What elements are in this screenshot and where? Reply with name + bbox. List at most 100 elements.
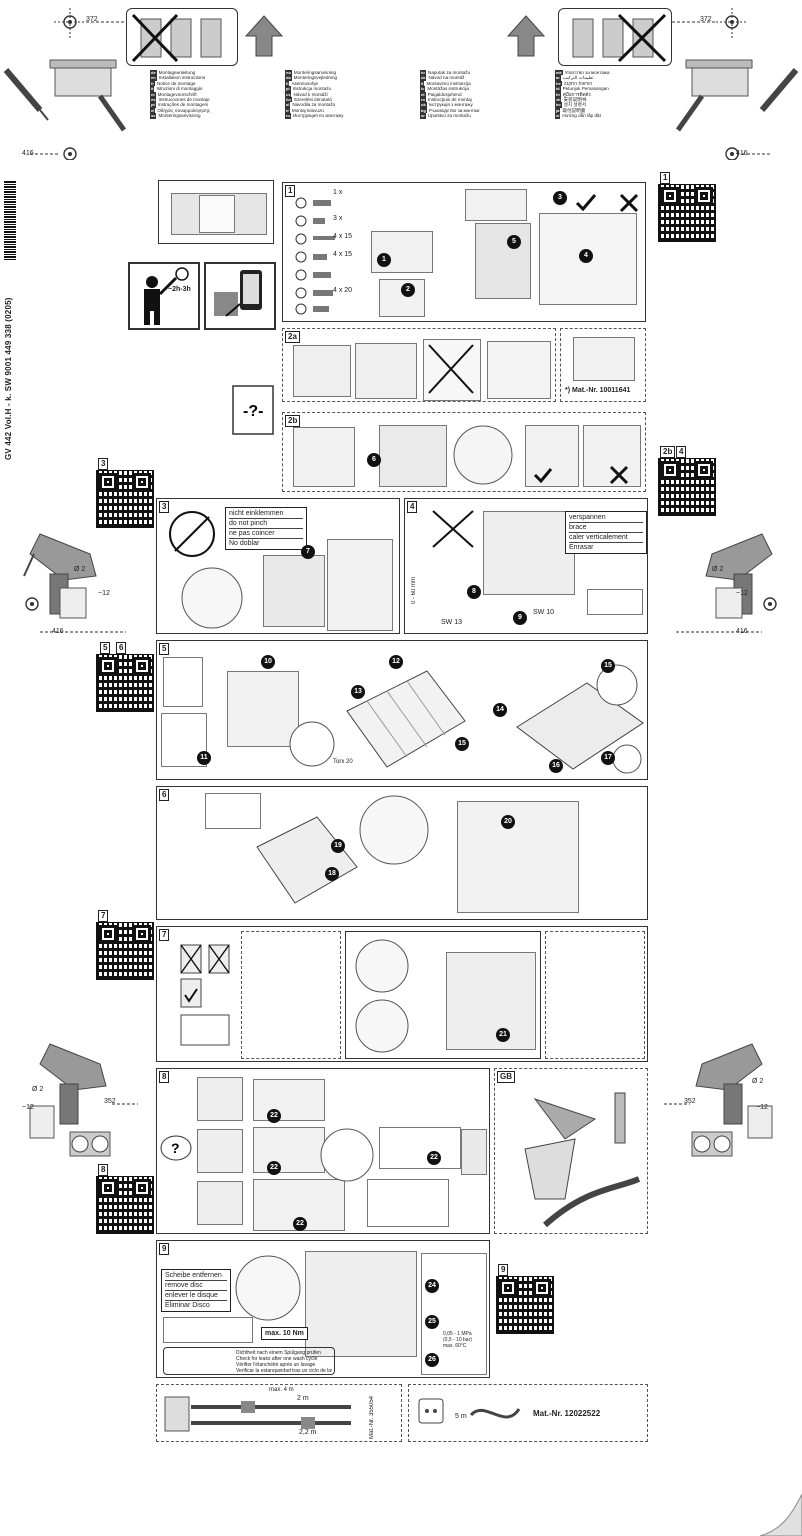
kitchen-overview	[158, 180, 274, 244]
step-number: 2a	[285, 331, 300, 343]
max-temperature: max. 60°C	[443, 1343, 467, 1349]
qr-code[interactable]	[658, 184, 716, 242]
part-qty: 4 x 20	[333, 287, 353, 294]
panel-2a: 2a	[282, 328, 556, 402]
dimension-label: 416	[736, 628, 748, 635]
correct-wrong-icons	[575, 193, 639, 213]
dimension-label: 352	[684, 1098, 696, 1105]
smartphone-qr-box	[204, 262, 276, 330]
drill-depth: ~12	[98, 590, 110, 597]
time-estimate: ~2h-3h	[168, 286, 191, 293]
panel-5: 5 11 10 12 13 15 14 15 16 17 Torx 20	[156, 640, 648, 780]
step-badge: 26	[425, 1353, 439, 1367]
qr-code[interactable]	[96, 922, 154, 980]
step-badge: 13	[351, 685, 365, 699]
adjust-range: 0 - 60 mm	[411, 577, 417, 605]
document-code: GV 442 Vol.H - k. SW 9001 449 338 (0205)	[4, 297, 13, 460]
material-number: Mat.-Nr. 355054	[369, 1395, 375, 1439]
power-cord-box: 5 m Mat.-Nr. 12022522	[408, 1384, 648, 1442]
drill-depth: ~12	[736, 590, 748, 597]
arrow-up-icon	[506, 15, 546, 57]
cord-length: 5 m	[455, 1413, 467, 1420]
step-badge: 22	[267, 1161, 281, 1175]
drill-diameter: Ø 2	[712, 566, 724, 573]
step-badge: 10	[261, 655, 275, 669]
part-qty: 4 x 15	[333, 233, 353, 240]
leak-check-box: Dichtheit nach einem Spülgang prüfen Che…	[163, 1347, 335, 1375]
hose-extension-box: max. 4 m 2 m 2,2 m Mat.-Nr. 355054	[156, 1384, 402, 1442]
step-badge: 12	[389, 655, 403, 669]
measure-graphic-right	[672, 8, 799, 160]
qr-code[interactable]	[96, 654, 154, 712]
panel-1: 1 1 x 3 x 4 x 15 4 x 15 4 x 20 1 2 5 4 3	[282, 182, 646, 322]
technician-time-box: ~2h-3h	[128, 262, 200, 330]
qr-code[interactable]	[496, 1276, 554, 1334]
step-badge: 3	[553, 191, 567, 205]
step-badge: 19	[331, 839, 345, 853]
step-badge: 18	[325, 867, 339, 881]
measure-graphic-left	[3, 8, 127, 160]
qr-label: 1	[660, 172, 671, 184]
step-badge: 2	[401, 283, 415, 297]
question-bubble-icon: ?	[160, 1135, 192, 1161]
question-frame-icon: -?-	[232, 385, 274, 435]
qr-code[interactable]	[658, 458, 716, 516]
qr-code[interactable]	[96, 1176, 154, 1234]
qr-code[interactable]	[96, 470, 154, 528]
drill-diameter: Ø 2	[752, 1078, 764, 1085]
step-number: 8	[159, 1071, 170, 1083]
wrong-profile-box	[558, 8, 672, 66]
step-badge: 9	[513, 611, 527, 625]
dimension-label: 416	[52, 628, 64, 635]
step-badge: 11	[197, 751, 211, 765]
drill-depth: ~12	[756, 1104, 768, 1111]
parts-list	[295, 197, 335, 315]
panel-8: 8 22 22 22 22	[156, 1068, 490, 1234]
qr-label: 8	[98, 1164, 109, 1176]
step-badge: 24	[425, 1279, 439, 1293]
drill-graphic-left	[23, 533, 126, 633]
drill-graphic-left	[29, 1043, 138, 1157]
step-badge: 17	[601, 751, 615, 765]
step-number: 5	[159, 643, 170, 655]
material-number: Mat.-Nr. 12022522	[533, 1409, 601, 1418]
step-number: 7	[159, 929, 170, 941]
panel-7: 7 21	[156, 926, 648, 1062]
step-badge: 22	[293, 1217, 307, 1231]
drill-graphic-right	[664, 1043, 773, 1157]
dimension-label: 372	[86, 16, 98, 23]
step-badge: 5	[507, 235, 521, 249]
dimension-label: 372	[700, 16, 712, 23]
qr-label: 3	[98, 458, 109, 470]
part-qty: 4 x 15	[333, 251, 353, 258]
wrong-profile-box	[126, 8, 238, 66]
dimension-label: 416	[22, 150, 34, 157]
